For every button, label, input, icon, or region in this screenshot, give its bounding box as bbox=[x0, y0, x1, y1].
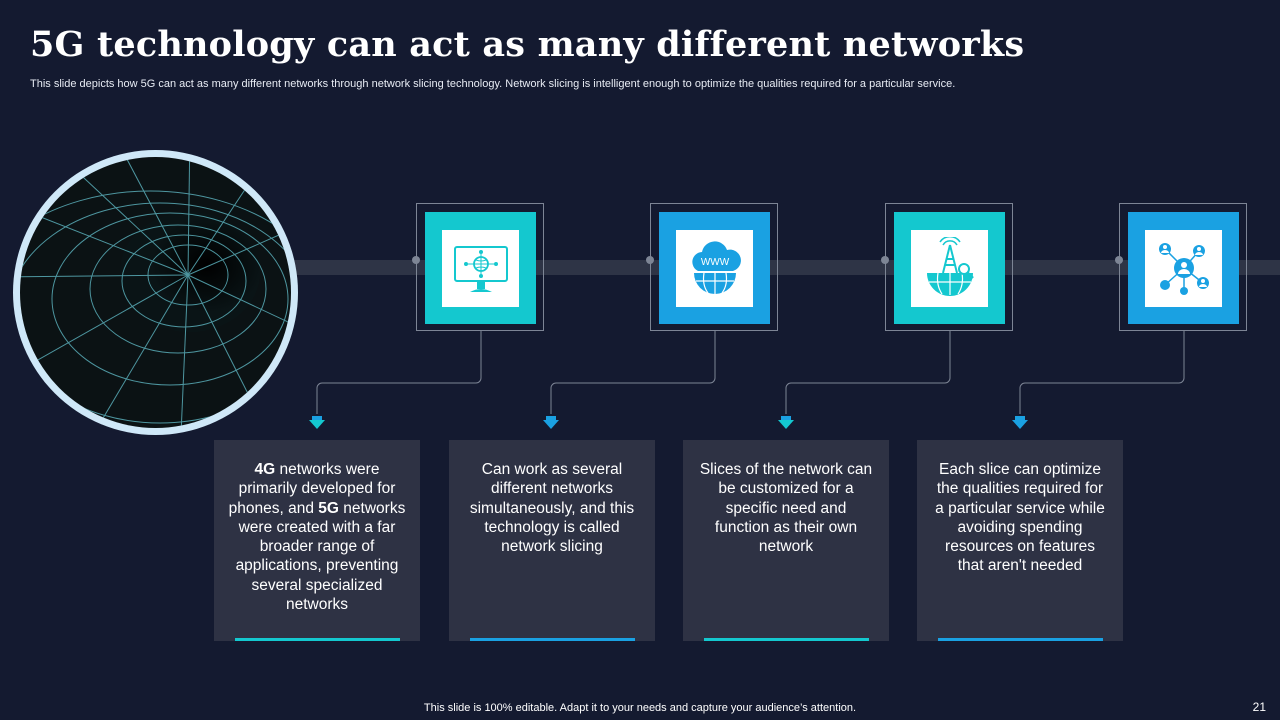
tile-monitor bbox=[425, 212, 536, 324]
info-card-1: 4G networks were primarily developed for… bbox=[214, 440, 420, 641]
info-card-4: Each slice can optimize the qualities re… bbox=[917, 440, 1123, 641]
tile-frame bbox=[885, 203, 1013, 331]
timeline-dot bbox=[646, 256, 654, 264]
card-accent-bar bbox=[470, 638, 635, 641]
wireframe-tunnel-image bbox=[13, 150, 298, 435]
tower-globe-icon bbox=[926, 237, 974, 296]
timeline-dot bbox=[881, 256, 889, 264]
card-text-part: networks were primarily developed for ph… bbox=[228, 461, 396, 517]
timeline-dot bbox=[412, 256, 420, 264]
card-text: 4G networks were primarily developed for… bbox=[228, 460, 406, 614]
card-text: Each slice can optimize the qualities re… bbox=[935, 461, 1105, 575]
tile-www: WWW bbox=[659, 212, 770, 324]
info-card-2: Can work as several different networks s… bbox=[449, 440, 655, 641]
svg-text:WWW: WWW bbox=[700, 257, 729, 268]
slide-footer: This slide is 100% editable. Adapt it to… bbox=[423, 702, 857, 714]
slide-subtitle: This slide depicts how 5G can act as man… bbox=[30, 78, 956, 90]
slide-title: 5G technology can act as many different … bbox=[30, 24, 1025, 65]
card-text: Slices of the network can be customized … bbox=[699, 461, 873, 556]
arrow-down-icon bbox=[309, 416, 1028, 429]
card-accent-bar bbox=[938, 638, 1103, 641]
tile-tower bbox=[894, 212, 1005, 324]
info-card-3: Slices of the network can be customized … bbox=[683, 440, 889, 641]
network-users-icon bbox=[1158, 243, 1209, 295]
tile-frame bbox=[416, 203, 544, 331]
card-text: Can work as several different networks s… bbox=[469, 461, 635, 556]
card-text-part: networks were created with a far broader… bbox=[235, 499, 406, 614]
monitor-global-icon bbox=[453, 246, 508, 292]
card-accent-bar bbox=[235, 638, 400, 641]
tile-network bbox=[1128, 212, 1239, 324]
www-cloud-globe-icon: WWW bbox=[691, 241, 741, 294]
card-bold-text: 5G bbox=[318, 499, 339, 517]
page-number: 21 bbox=[1252, 700, 1266, 714]
tile-frame bbox=[650, 203, 778, 331]
card-accent-bar bbox=[704, 638, 869, 641]
card-bold-text: 4G bbox=[254, 461, 276, 478]
tile-frame bbox=[1119, 203, 1247, 331]
timeline-dot bbox=[1115, 256, 1123, 264]
